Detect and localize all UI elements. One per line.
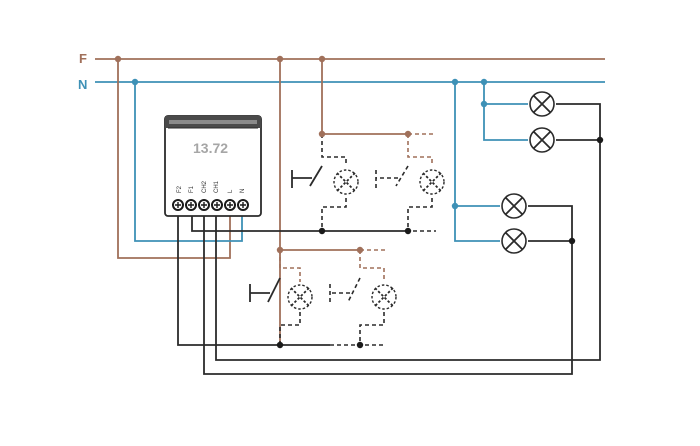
screw-terminal-icon bbox=[172, 199, 184, 211]
screw-terminal-icon bbox=[237, 199, 249, 211]
relay-module: 13.72 F2 F1 CH2 CH1 L N bbox=[164, 115, 262, 217]
load-lamps bbox=[501, 91, 555, 254]
terminal-screws bbox=[172, 199, 249, 211]
lamp-icon bbox=[371, 284, 397, 310]
lower-switch-group bbox=[249, 250, 397, 345]
phase-line-label: F bbox=[79, 51, 87, 66]
screw-terminal-icon bbox=[211, 199, 223, 211]
lamp-icon bbox=[419, 169, 445, 195]
phase-line: F bbox=[79, 51, 605, 66]
terminal-label-f1: F1 bbox=[189, 185, 195, 193]
terminal-label-f2: F2 bbox=[177, 185, 183, 193]
terminal-label-l: L bbox=[228, 189, 234, 193]
lamp-icon bbox=[333, 169, 359, 195]
terminal-labels: F2 F1 CH2 CH1 L N bbox=[177, 180, 246, 193]
terminal-label-n: N bbox=[240, 189, 246, 193]
lamp-icon bbox=[287, 284, 313, 310]
terminal-label-ch2: CH2 bbox=[202, 180, 208, 193]
lamp-icon bbox=[529, 127, 555, 153]
module-model-label: 13.72 bbox=[193, 140, 228, 156]
junction-dots bbox=[114, 55, 604, 349]
upper-switch-group bbox=[291, 134, 445, 231]
lamp-icon bbox=[501, 228, 527, 254]
neutral-line: N bbox=[78, 77, 605, 92]
lamp-return-wires bbox=[203, 103, 601, 375]
lamp-icon bbox=[529, 91, 555, 117]
screw-terminal-icon bbox=[224, 199, 236, 211]
terminal-label-ch1: CH1 bbox=[214, 180, 220, 193]
neutral-line-label: N bbox=[78, 77, 87, 92]
screw-terminal-icon bbox=[185, 199, 197, 211]
lamp-icon bbox=[501, 193, 527, 219]
screw-terminal-icon bbox=[198, 199, 210, 211]
